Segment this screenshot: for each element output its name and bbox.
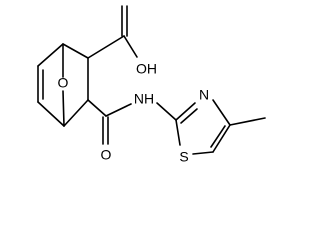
bond-c2-carboxyl-carbon — [87, 35, 125, 59]
bond-o-bridge-c4 — [62, 90, 65, 127]
bond-c4-c5-double-a — [212, 124, 231, 153]
carboxyl-oh-label: OH — [136, 61, 157, 77]
bond-c2-n3-double-b — [180, 108, 198, 124]
bond-c3-c4 — [63, 99, 89, 127]
amide-nh-label: NH — [134, 91, 154, 107]
bond-s1-c2 — [175, 119, 181, 146]
bond-n3-c4 — [212, 99, 231, 126]
oxabicyclo-core-bonds — [37, 43, 89, 127]
bond-c2-n3-double-a — [175, 102, 196, 121]
amide-group — [87, 99, 177, 145]
methylthiazole-ring — [175, 99, 266, 155]
chemical-structure-diagram: O OH O NH N S — [37, 5, 266, 165]
bond-c5-c4 — [37, 101, 65, 127]
thiazole-n-label: N — [199, 87, 209, 103]
carboxylic-acid-group — [87, 5, 138, 59]
bond-carboxyl-c-oh — [123, 35, 138, 58]
bond-c3-amide-carbon — [87, 99, 107, 117]
bond-c4-c5-double-b — [210, 125, 226, 148]
bridge-oxygen-label: O — [58, 75, 69, 91]
bond-c1-c6 — [37, 43, 64, 67]
bond-c1-c2 — [62, 43, 89, 59]
thiazole-s-label: S — [179, 149, 188, 165]
bond-nh-thiazole-c2 — [156, 102, 177, 121]
amide-oxygen-label: O — [101, 147, 112, 163]
bond-c5-s1 — [192, 151, 214, 155]
bond-amide-c-n — [105, 103, 132, 117]
bond-c4-methyl — [229, 117, 266, 126]
